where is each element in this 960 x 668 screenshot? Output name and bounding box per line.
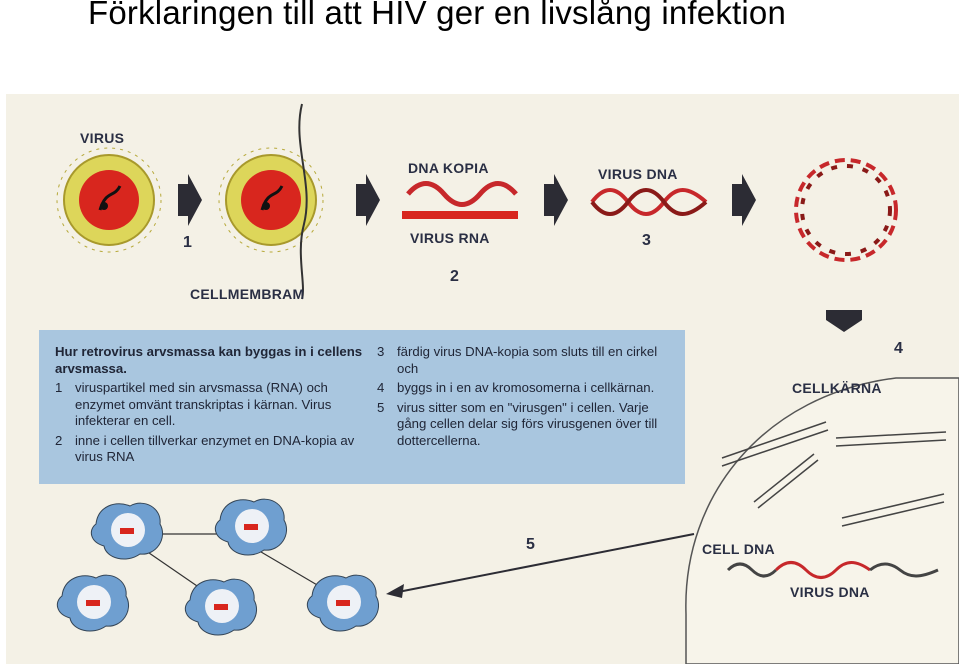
legend-item-text: virus sitter som en "virusgen" i cellen.… (397, 400, 657, 448)
legend-item-text: färdig virus DNA-kopia som sluts till en… (397, 344, 657, 376)
legend-item: 1 viruspartikel med sin arvsmassa (RNA) … (55, 380, 365, 430)
label-cellkarna: CELLKÄRNA (792, 380, 882, 396)
legend-item-text: inne i cellen tillverkar enzymet en DNA-… (75, 433, 354, 465)
legend-item-number: 5 (377, 400, 384, 417)
step-number-1: 1 (183, 234, 192, 252)
legend-item: 4 byggs in i en av kromosomerna i cellkä… (377, 380, 677, 397)
step-number-3: 3 (642, 232, 651, 250)
legend-item-number: 4 (377, 380, 384, 397)
label-virus-dna-top: VIRUS DNA (598, 166, 678, 182)
legend-item: 5 virus sitter som en "virusgen" i celle… (377, 400, 677, 450)
legend-item-number: 3 (377, 344, 384, 361)
step-number-4: 4 (894, 340, 903, 358)
legend-item: 2 inne i cellen tillverkar enzymet en DN… (55, 433, 365, 466)
hiv-diagram: VIRUS CELLMEMBRAM DNA KOPIA VIRUS RNA VI… (6, 94, 959, 664)
legend-heading: Hur retrovirus arvsmassa kan byggas in i… (55, 344, 365, 377)
label-dna-kopia: DNA KOPIA (408, 160, 489, 176)
label-virus: VIRUS (80, 130, 124, 146)
step-number-5: 5 (526, 536, 535, 554)
legend-column-right: 3 färdig virus DNA-kopia som sluts till … (377, 344, 677, 452)
step-number-2: 2 (450, 268, 459, 286)
legend-item-number: 1 (55, 380, 62, 397)
label-virus-rna: VIRUS RNA (410, 230, 490, 246)
label-cell-dna: CELL DNA (702, 541, 775, 557)
slide-title: Förklaringen till att HIV ger en livslån… (88, 0, 786, 32)
legend-item-text: viruspartikel med sin arvsmassa (RNA) oc… (75, 380, 331, 428)
label-virus-dna-bottom: VIRUS DNA (790, 584, 870, 600)
legend-item-number: 2 (55, 433, 62, 450)
legend-item: 3 färdig virus DNA-kopia som sluts till … (377, 344, 677, 377)
label-cellmembram: CELLMEMBRAM (190, 286, 305, 302)
legend-column-left: Hur retrovirus arvsmassa kan byggas in i… (55, 344, 365, 469)
legend-box: Hur retrovirus arvsmassa kan byggas in i… (39, 330, 685, 484)
legend-item-text: byggs in i en av kromosomerna i cellkärn… (397, 380, 654, 395)
